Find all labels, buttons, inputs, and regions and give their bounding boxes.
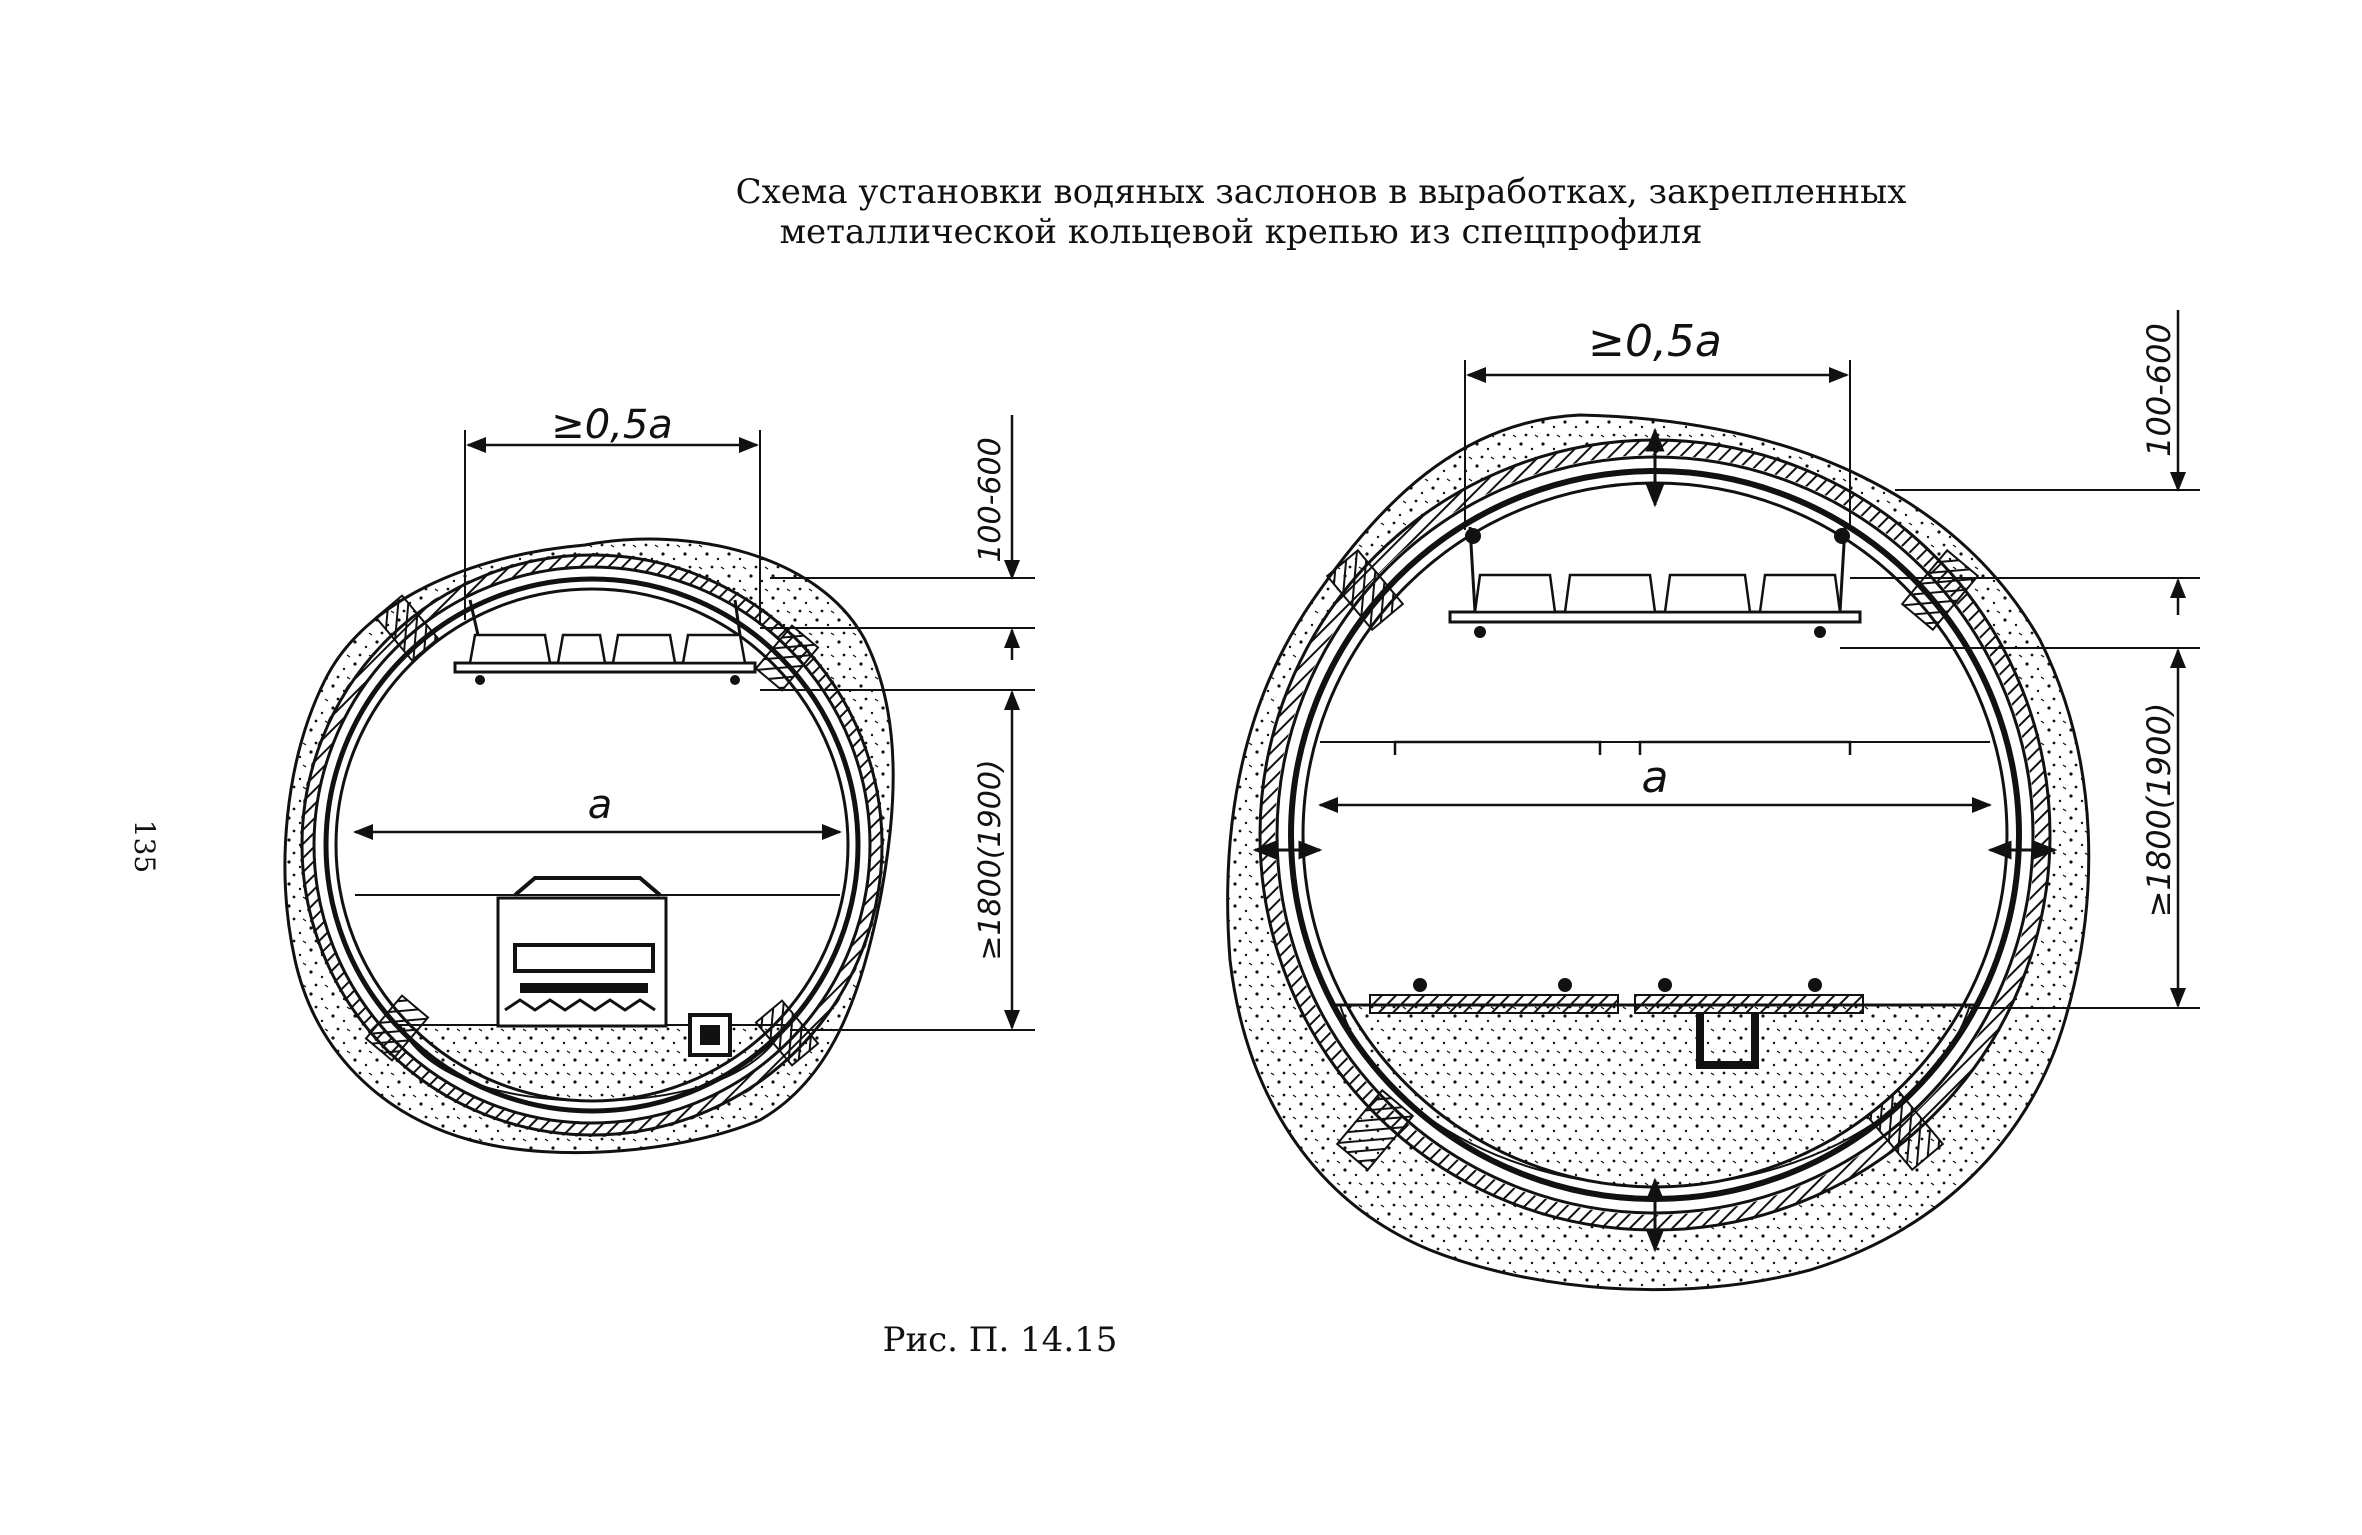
title-line-2: металлической кольцевой крепью из спецпр… — [779, 212, 1703, 252]
right-width-label: a — [1642, 752, 1669, 803]
right-water-barrier — [1448, 526, 1862, 638]
left-width-label: a — [588, 782, 613, 828]
left-clearance-dimension: 100-600 — [973, 437, 1008, 562]
left-height-dimension: ≥1800(1900) — [973, 759, 1008, 960]
figure-caption: Рис. П. 14.15 — [882, 1320, 1118, 1360]
right-top-dimension: ≥0,5a — [1588, 316, 1722, 367]
right-tunnel-section: ≥0,5a a 100-600 ≥1800(1900) — [1226, 310, 2200, 1292]
right-rail-track — [1369, 978, 1864, 1069]
left-water-barrier — [453, 599, 757, 685]
left-mine-car — [496, 876, 732, 1057]
title-line-1: Схема установки водяных заслонов в выраб… — [735, 172, 1907, 212]
left-top-dimension: ≥0,5a — [551, 402, 673, 448]
right-clearance-dimension: 100-600 — [2140, 323, 2178, 457]
right-height-dimension: ≥1800(1900) — [2140, 703, 2178, 918]
left-tunnel-section: ≥0,5a a 100-600 ≥1800(1900) — [283, 402, 1035, 1155]
